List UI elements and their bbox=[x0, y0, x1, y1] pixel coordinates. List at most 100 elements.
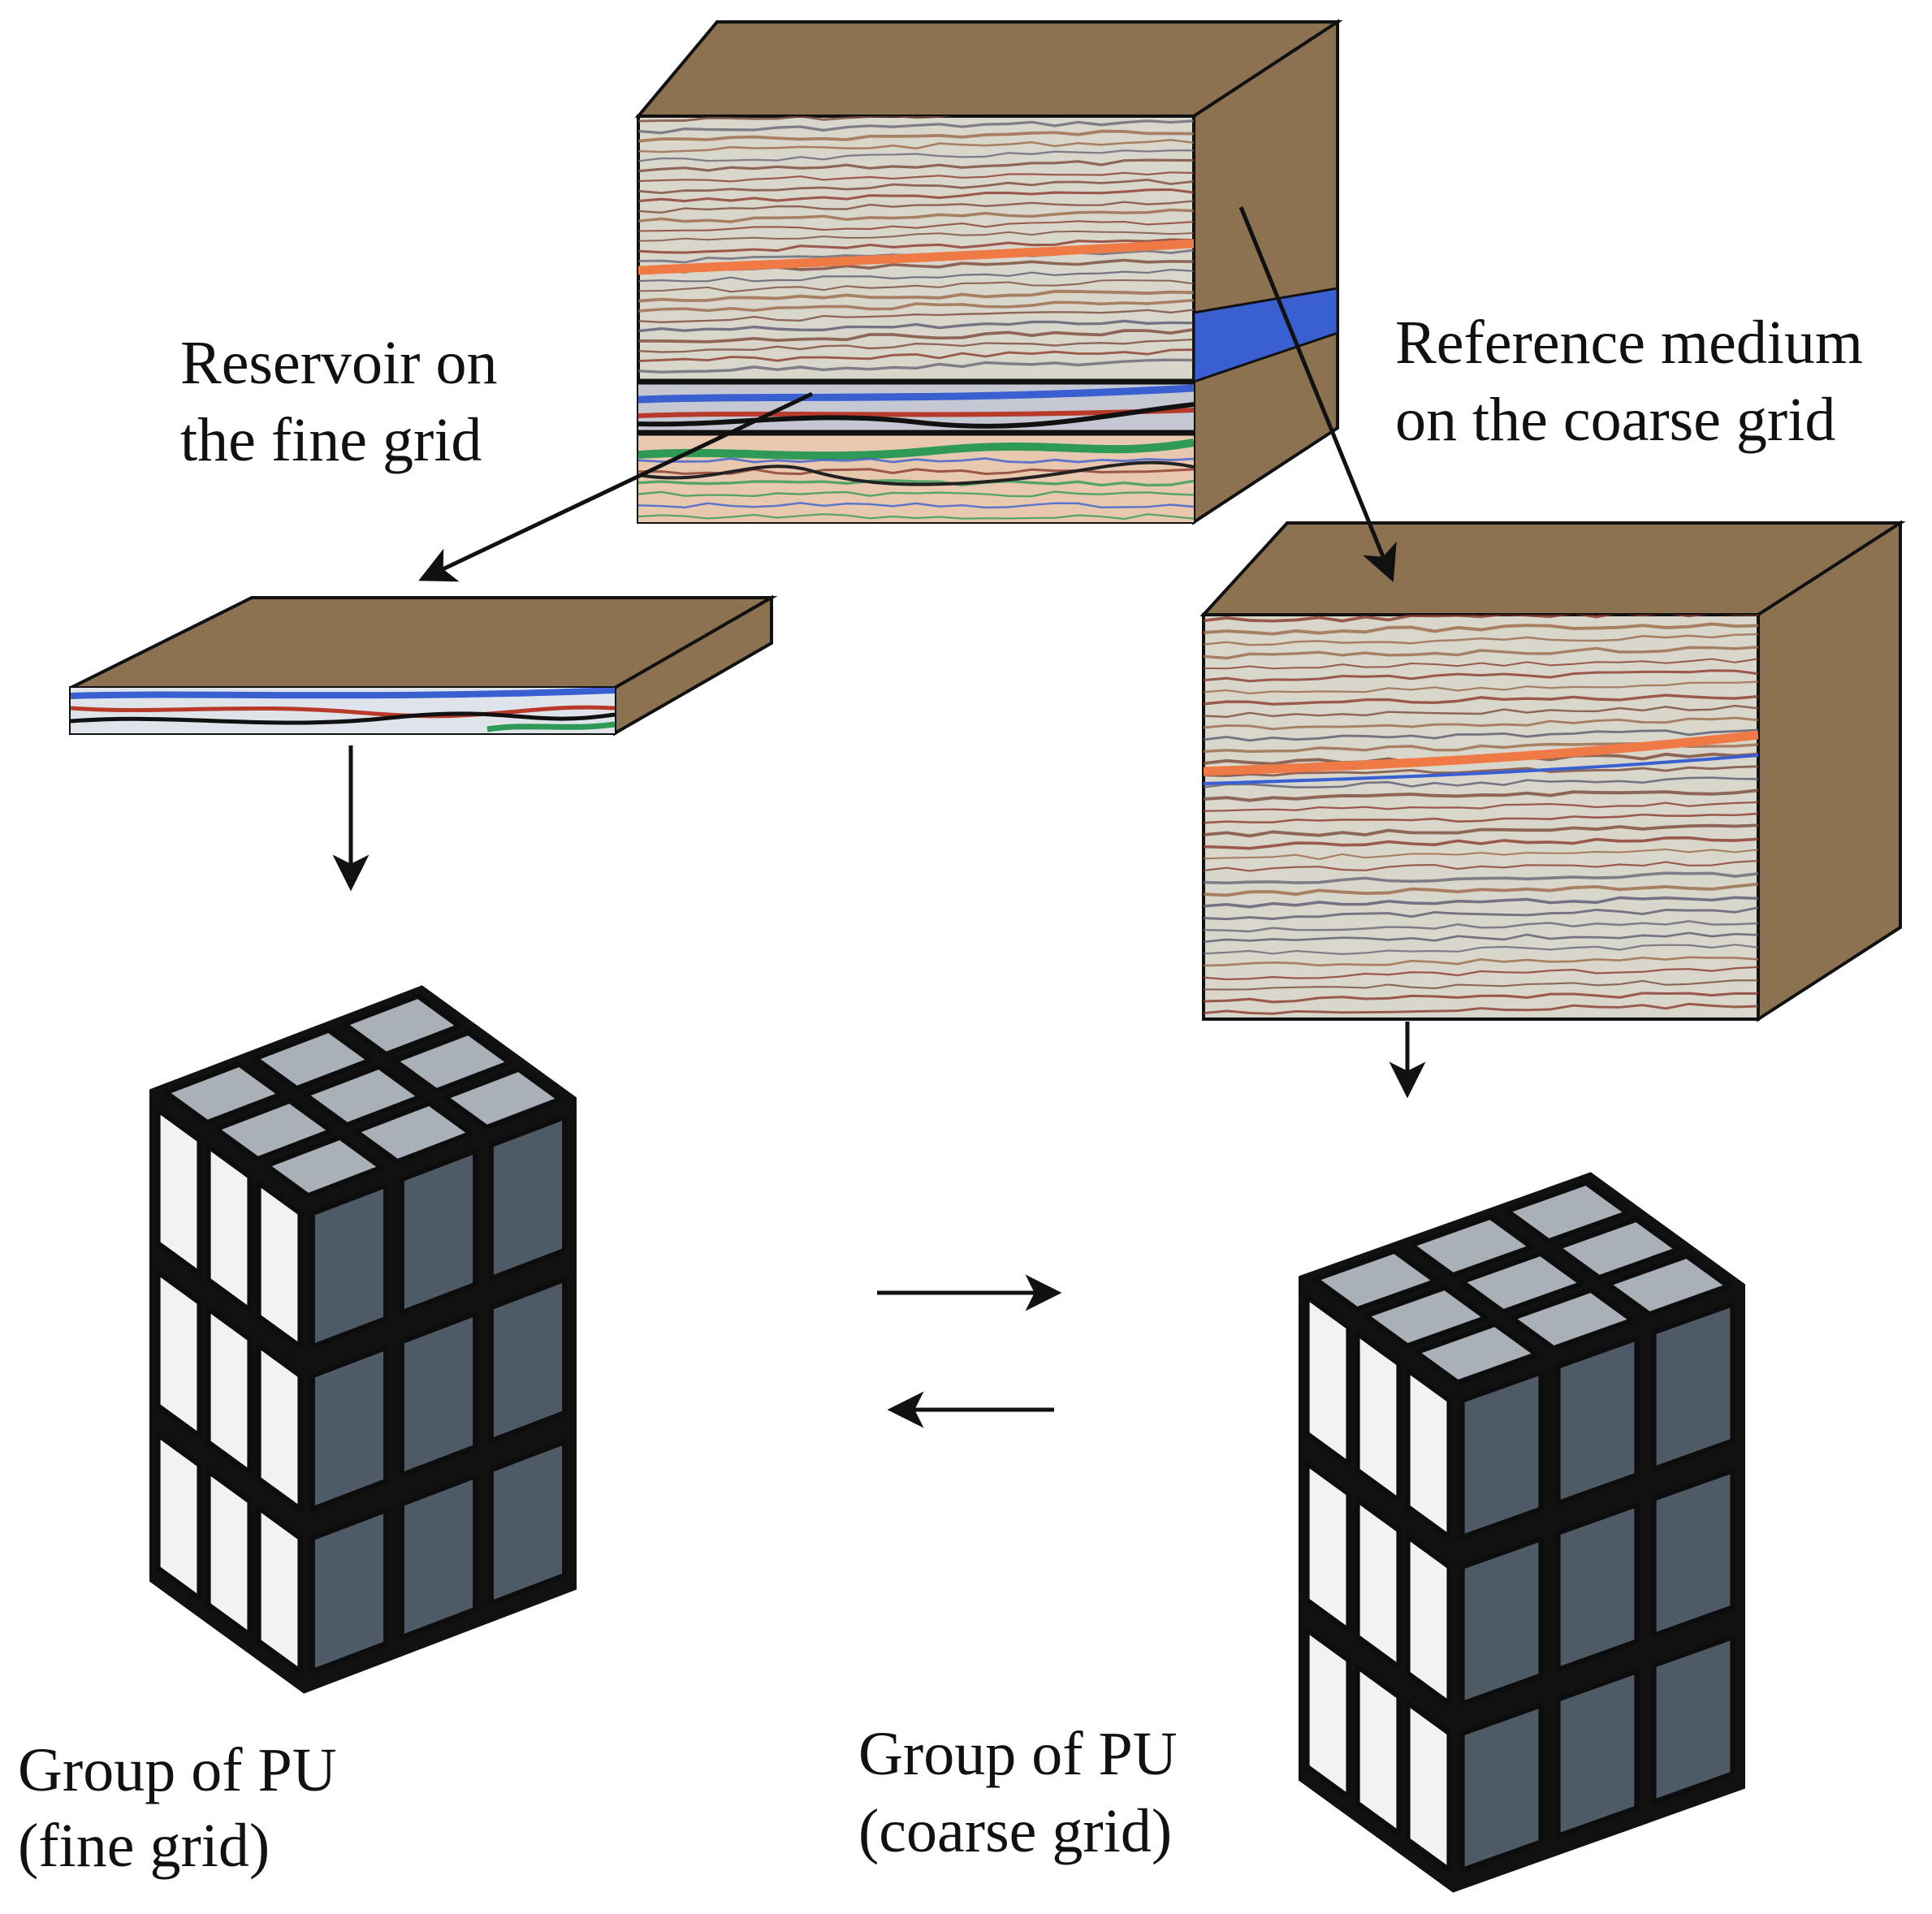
seismic-trace bbox=[638, 269, 1194, 283]
cube-sticker-light bbox=[1405, 1534, 1452, 1706]
seismic-trace bbox=[638, 338, 1194, 353]
seismic-trace bbox=[1204, 669, 1758, 683]
seismic-trace bbox=[1204, 882, 1758, 897]
seismic-block-icon bbox=[1199, 520, 1906, 1022]
cube-sticker-dark bbox=[399, 1311, 478, 1478]
cube-sticker-top bbox=[303, 1064, 423, 1128]
seismic-trace bbox=[638, 179, 1194, 194]
seismic-trace bbox=[638, 158, 1194, 173]
cube-sticker-light bbox=[205, 1469, 253, 1637]
seismic-trace bbox=[1204, 716, 1758, 731]
horizon-orange bbox=[638, 239, 1194, 275]
arrow-icon bbox=[1238, 206, 1397, 582]
rubiks-cube-icon bbox=[1299, 1172, 1745, 1893]
seismic-trace bbox=[1204, 836, 1758, 850]
seismic-trace bbox=[1204, 728, 1758, 742]
seismic-trace bbox=[1204, 992, 1758, 1004]
seismic-trace bbox=[638, 490, 1194, 498]
seismic-trace bbox=[638, 171, 1194, 183]
cube-sticker-light bbox=[205, 1144, 253, 1312]
label-reference-line1: Reference medium bbox=[1395, 309, 1863, 377]
cube-sticker-light bbox=[256, 1343, 303, 1511]
seismic-trace bbox=[638, 116, 1033, 123]
cube-sticker-dark bbox=[1459, 1703, 1544, 1873]
seismic-trace bbox=[1204, 979, 1758, 991]
cube-sticker-top bbox=[1505, 1180, 1630, 1244]
seismic-trace bbox=[1204, 956, 1758, 967]
horizon-blue bbox=[638, 384, 1194, 404]
cube-sticker-dark bbox=[1555, 1669, 1640, 1838]
label-reservoir-line2: the fine grid bbox=[180, 406, 482, 474]
cube-sticker-top bbox=[1414, 1321, 1539, 1385]
seismic-trace bbox=[1204, 966, 1758, 981]
seismic-trace bbox=[638, 149, 1194, 162]
cube-sticker-light bbox=[1304, 1461, 1351, 1633]
seismic-trace bbox=[1204, 680, 1758, 695]
seismic-trace bbox=[638, 119, 1194, 135]
cube-sticker-top bbox=[342, 993, 462, 1057]
seismic-trace bbox=[1204, 615, 1758, 623]
seismic-trace bbox=[638, 299, 1194, 313]
seismic-trace bbox=[638, 139, 1194, 153]
cube-sticker-top bbox=[1510, 1287, 1635, 1351]
seismic-trace bbox=[1204, 646, 1758, 660]
cube-sticker-dark bbox=[488, 1114, 568, 1281]
cube-sticker-light bbox=[155, 1432, 202, 1601]
seismic-trace bbox=[1204, 812, 1758, 824]
seismic-trace bbox=[1204, 896, 1758, 909]
cube-sticker-dark bbox=[1651, 1302, 1735, 1471]
cube-sticker-top bbox=[1606, 1253, 1731, 1317]
cube-sticker-top bbox=[392, 1030, 512, 1094]
label-reference-line2: on the coarse grid bbox=[1395, 386, 1835, 454]
label-fine-group-line1: Group of PU bbox=[18, 1736, 337, 1804]
seismic-trace bbox=[638, 358, 1194, 374]
arrow-icon bbox=[418, 391, 814, 582]
cube-sticker-top bbox=[253, 1027, 373, 1091]
cube-sticker-light bbox=[1355, 1331, 1402, 1503]
seismic-trace bbox=[638, 129, 1194, 143]
cube-sticker-dark bbox=[488, 1277, 568, 1444]
cube-sticker-light bbox=[256, 1506, 303, 1674]
seismic-trace bbox=[638, 200, 1194, 214]
cube-sticker-dark bbox=[399, 1148, 478, 1316]
cube-sticker-dark bbox=[309, 1182, 389, 1350]
cube-sticker-light bbox=[1304, 1294, 1351, 1467]
cube-sticker-dark bbox=[1651, 1468, 1735, 1638]
horizon-blue bbox=[71, 688, 615, 699]
seismic-trace bbox=[1204, 906, 1758, 921]
cube-sticker-dark bbox=[1459, 1370, 1544, 1540]
cube-sticker-top bbox=[1555, 1216, 1680, 1281]
seismic-trace bbox=[1204, 801, 1758, 812]
horizon-green bbox=[486, 721, 615, 732]
cube-sticker-top bbox=[443, 1066, 563, 1130]
seismic-trace bbox=[638, 279, 1194, 293]
seismic-trace bbox=[638, 220, 1194, 232]
seismic-trace bbox=[1204, 944, 1758, 955]
cube-sticker-top bbox=[214, 1098, 334, 1162]
seismic-trace bbox=[1204, 860, 1758, 872]
cube-sticker-light bbox=[155, 1108, 202, 1276]
label-coarse-group-line2: (coarse grid) bbox=[858, 1797, 1172, 1865]
seismic-trace bbox=[638, 468, 1194, 476]
horizon-black bbox=[638, 460, 1194, 486]
seismic-trace bbox=[1204, 920, 1758, 933]
seismic-trace bbox=[1204, 848, 1758, 861]
horizon-black bbox=[71, 711, 615, 725]
seismic-trace bbox=[1204, 658, 1758, 670]
seismic-trace bbox=[1204, 788, 1758, 802]
cube-sticker-light bbox=[1304, 1627, 1351, 1800]
seismic-trace bbox=[1204, 622, 1758, 636]
horizon-blue bbox=[1204, 754, 1758, 785]
seismic-trace bbox=[638, 289, 1194, 303]
cube-sticker-dark bbox=[309, 1345, 389, 1512]
seismic-trace bbox=[1204, 765, 1758, 778]
reservoir-slab-icon bbox=[69, 594, 778, 737]
seismic-trace bbox=[638, 188, 1194, 203]
cube-sticker-top bbox=[163, 1061, 283, 1126]
label-coarse-group-line1: Group of PU bbox=[858, 1720, 1178, 1788]
cube-sticker-dark bbox=[488, 1439, 568, 1606]
seismic-trace bbox=[1204, 931, 1758, 944]
seismic-trace bbox=[638, 208, 1194, 223]
cube-sticker-top bbox=[353, 1100, 473, 1164]
